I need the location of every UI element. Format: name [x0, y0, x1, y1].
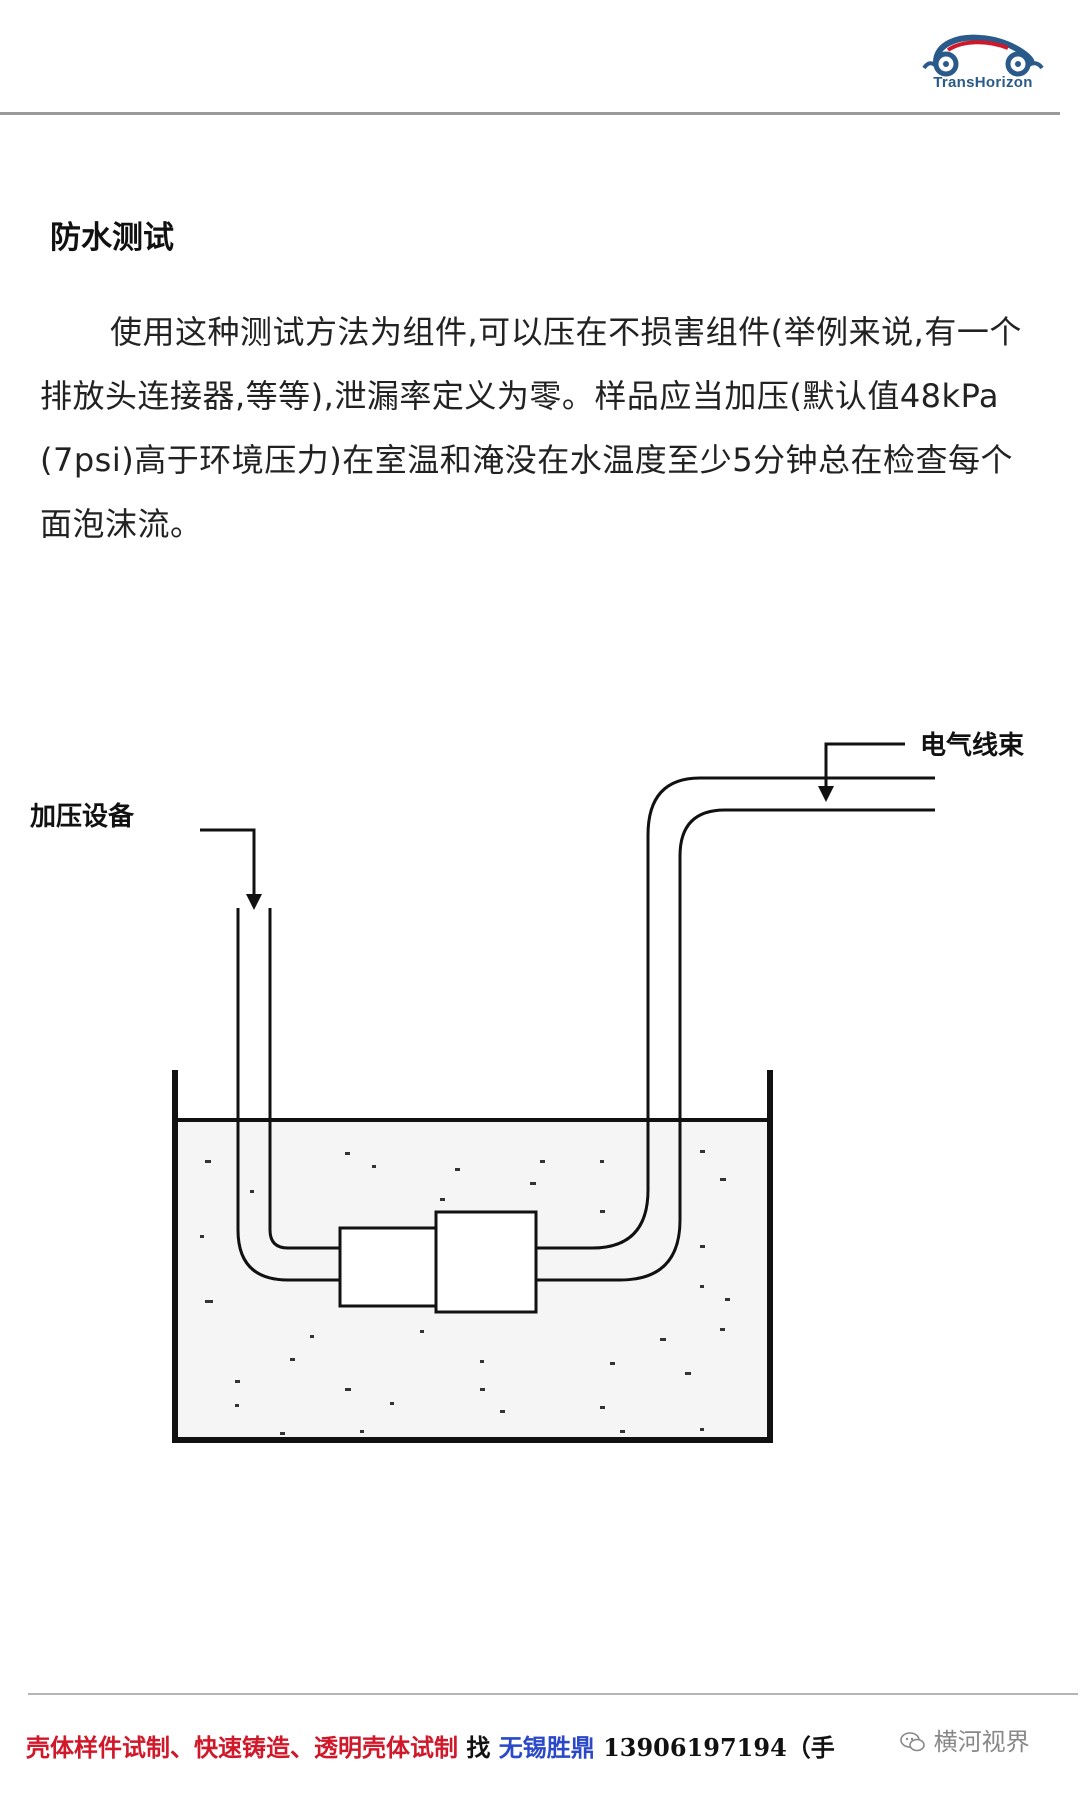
wechat-icon: [900, 1732, 925, 1752]
pressure-leader-arrow: [200, 828, 262, 910]
car-wave-logo-icon: [922, 34, 1044, 77]
pressure-tube: [236, 908, 340, 1282]
footer-ad-phone: 13906197194: [603, 1733, 787, 1762]
footer-ad-find: 找: [466, 1733, 491, 1762]
section-body-text: 使用这种测试方法为组件,可以压在不损害组件(举例来说,有一个排放头连接器,等等)…: [40, 313, 1022, 543]
wire-harness-tube: [536, 776, 935, 1250]
label-pressure-equipment: 加压设备: [30, 802, 135, 832]
brand-logo: TransHorizon: [918, 22, 1048, 100]
footer-ad-paren: （: [786, 1733, 811, 1762]
brand-name: TransHorizon: [933, 74, 1033, 91]
footer-ad-partial: 手: [810, 1733, 835, 1762]
water-specks: [200, 1150, 730, 1435]
harness-leader-arrow: [818, 742, 905, 802]
wechat-watermark: 横河视界: [900, 1722, 1030, 1757]
water-tank: [172, 1070, 773, 1443]
footer-ad-company: 无锡胜鼎: [498, 1733, 595, 1762]
waterproof-test-diagram: 加压设备 电气线束: [30, 730, 1025, 1443]
footer-divider: [28, 1693, 1078, 1695]
section-title: 防水测试: [50, 220, 174, 256]
footer-ad-products: 壳体样件试制、快速铸造、透明壳体试制: [26, 1733, 458, 1762]
label-wire-harness: 电气线束: [920, 730, 1025, 761]
connector-large-block: [434, 1210, 538, 1314]
footer-ad: 壳体样件试制、快速铸造、透明壳体试制 找 无锡胜鼎 13906197194（手: [26, 1728, 1066, 1763]
header-divider: [0, 112, 1060, 115]
connector-small-block: [338, 1226, 438, 1308]
wechat-account-name: 横河视界: [933, 1728, 1030, 1756]
